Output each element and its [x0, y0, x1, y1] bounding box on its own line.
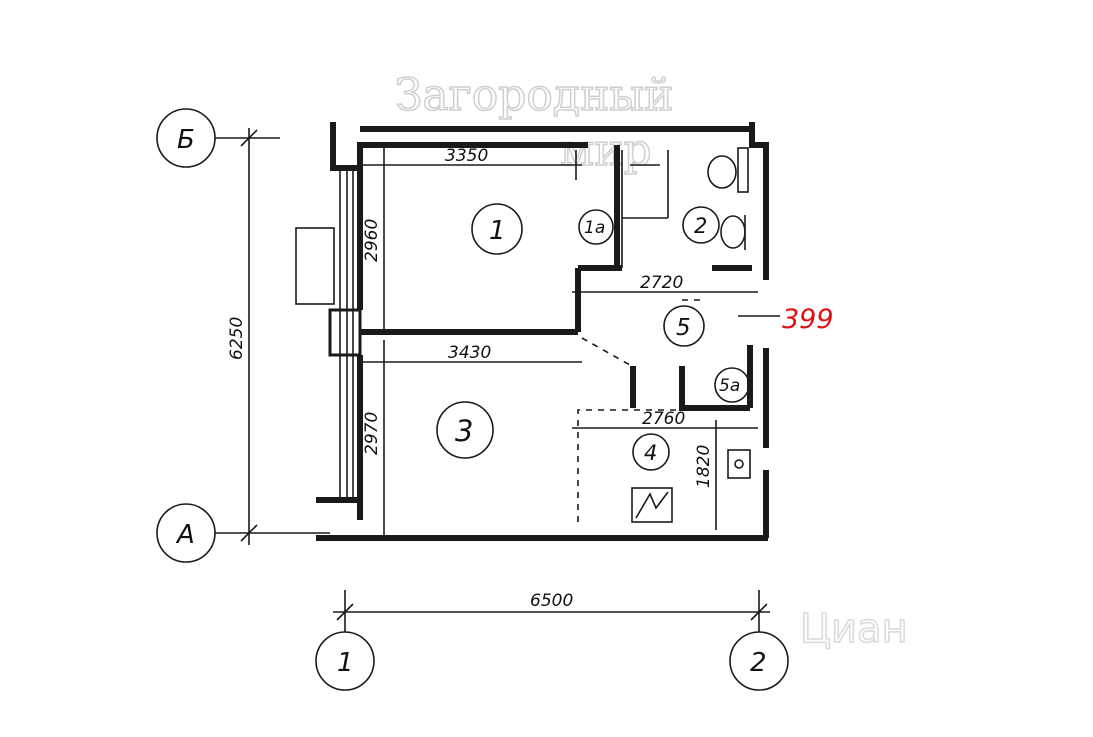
dimension-hall: 2720 [572, 273, 758, 293]
axis-2-marker: 2 [729, 631, 789, 691]
room-4-label: 4 [644, 441, 657, 465]
marker-399: 399 [738, 304, 834, 335]
room-5a: 5а [714, 367, 750, 403]
room-2: 2 [682, 206, 720, 244]
dimension-kitchen: 2760 1820 [572, 409, 758, 530]
dimension-room3: 3430 2970 [360, 340, 582, 538]
dimension-room1: 3350 2960 [360, 145, 582, 332]
left-window [295, 168, 362, 500]
room-1a-label: 1а [584, 218, 605, 238]
outer-walls [316, 122, 769, 541]
inner-walls [360, 145, 753, 411]
dimension-kitchen-width: 2760 [642, 409, 685, 429]
watermark-corner: Циан [800, 606, 908, 652]
axis-a-label: А [175, 520, 195, 550]
dimension-total-width: 6500 [333, 591, 770, 621]
marker-399-label: 399 [782, 304, 834, 335]
axis-2-label: 2 [750, 648, 767, 678]
room-3-label: 3 [455, 414, 473, 448]
room-1: 1 [471, 203, 523, 255]
room-1a: 1а [578, 209, 614, 245]
watermark-line1: Загородный [395, 70, 674, 121]
kitchen-fixtures [631, 449, 751, 523]
watermark-line2: мир [560, 125, 652, 176]
room-2-label: 2 [694, 214, 707, 238]
dimension-room3-height: 2970 [362, 412, 382, 455]
room-5-label: 5 [676, 315, 691, 341]
dashed-lines [577, 299, 700, 522]
dimension-room1-width: 3350 [445, 146, 488, 166]
axis-1-label: 1 [337, 648, 354, 678]
dimension-room1-height: 2960 [362, 219, 382, 262]
dimension-total-width-label: 6500 [530, 591, 573, 611]
room-3: 3 [436, 401, 494, 459]
dimension-room3-width: 3430 [448, 343, 491, 363]
dimension-total-height-label: 6250 [227, 317, 247, 360]
dimension-kitchen-height: 1820 [694, 445, 714, 488]
axis-b-label: Б [177, 125, 195, 155]
axis-b-marker: Б [156, 108, 216, 168]
dimension-hall-width: 2720 [640, 273, 683, 293]
room-4: 4 [632, 433, 670, 471]
room-5: 5 [663, 305, 705, 347]
bathroom-fixtures [630, 147, 749, 250]
dimension-total-height: 6250 [227, 128, 258, 545]
room-5a-label: 5а [719, 376, 740, 396]
room-1-label: 1 [489, 216, 506, 246]
axis-1-marker: 1 [315, 631, 375, 691]
axis-a-marker: А [156, 503, 216, 563]
